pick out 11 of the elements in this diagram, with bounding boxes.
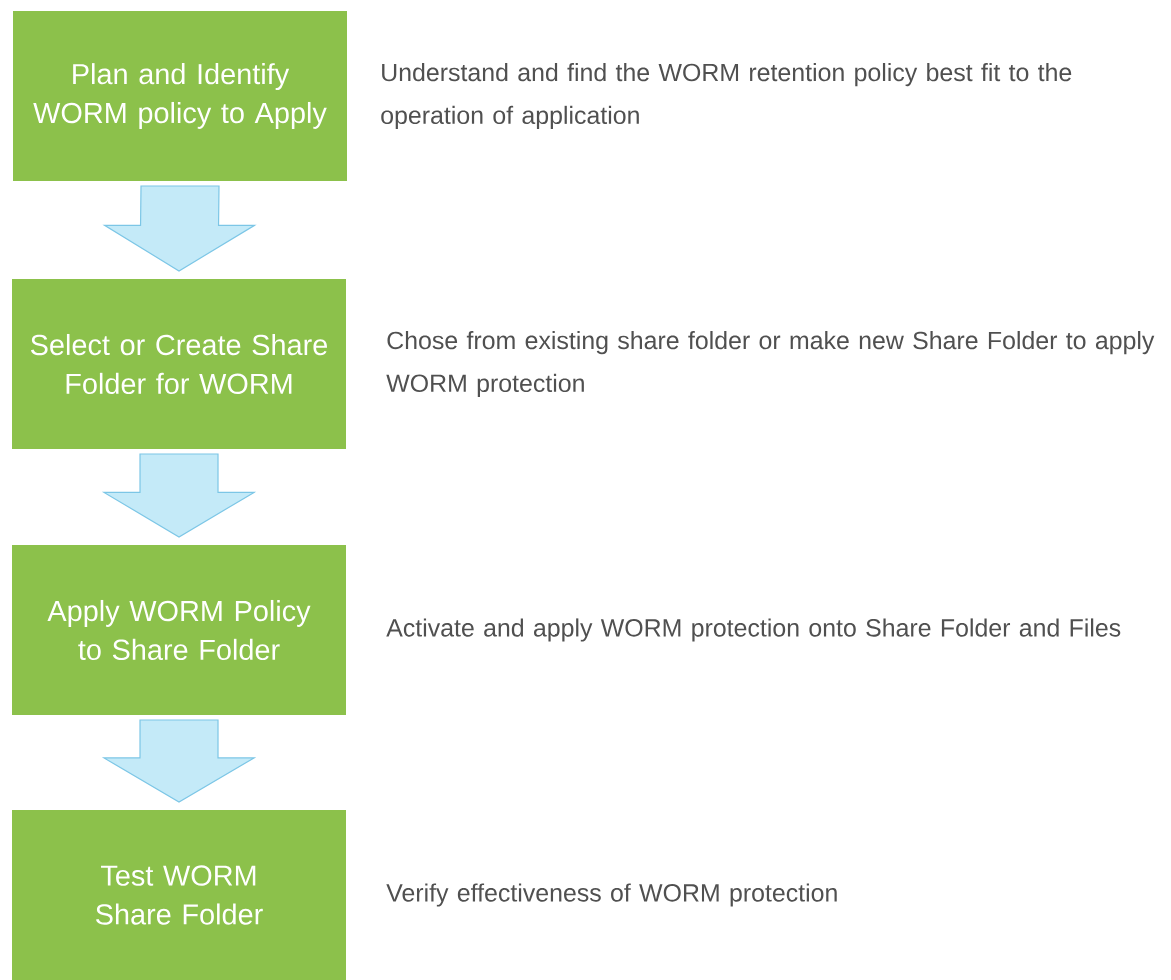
step-description: Understand and find the WORM retention policy best fit to the operation of application xyxy=(381,62,1072,130)
step-description: Chose from existing share folder or make new Share Folder to apply WORM protection xyxy=(386,330,1155,398)
process-box: Select or Create Share Folder for WORM xyxy=(10,277,348,451)
block-arrow xyxy=(102,185,257,272)
step-description: Activate and apply WORM protection onto Share Folder and Files xyxy=(386,618,1121,642)
process-box: Apply WORM Policy to Share Folder xyxy=(10,543,348,717)
block-arrow xyxy=(101,453,257,538)
block-arrow xyxy=(101,719,257,803)
process-box: Test WORM Share Folder xyxy=(10,808,348,980)
process-box: Plan and Identify WORM policy to Apply xyxy=(11,9,349,183)
step-description: Verify effectiveness of WORM protection xyxy=(386,883,837,907)
